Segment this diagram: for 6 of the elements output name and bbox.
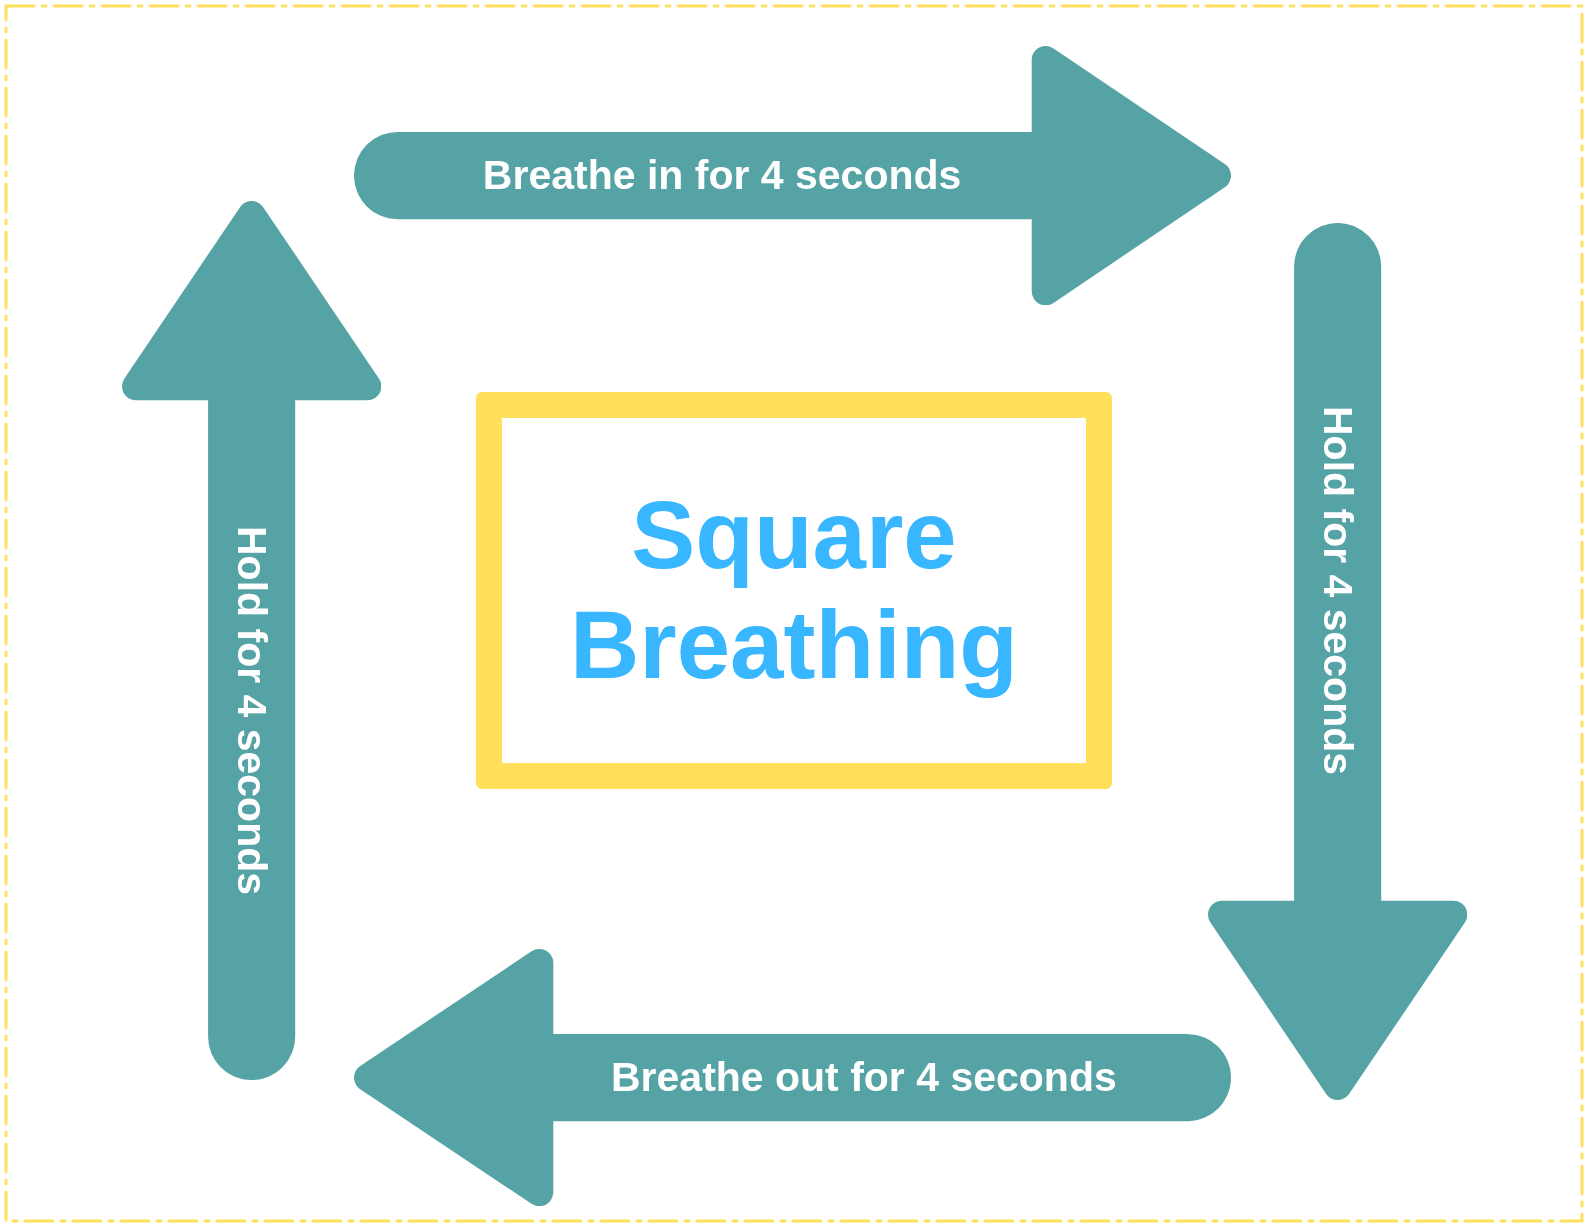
step-label: Breathe in for 4 seconds	[481, 150, 963, 200]
title-text: Square Breathing	[568, 480, 1019, 701]
step-label: Hold for 4 seconds	[227, 525, 276, 898]
step-label: Breathe out for 4 seconds	[609, 1053, 1118, 1103]
step-label: Hold for 4 seconds	[1314, 404, 1363, 777]
title-box	[476, 391, 1112, 789]
